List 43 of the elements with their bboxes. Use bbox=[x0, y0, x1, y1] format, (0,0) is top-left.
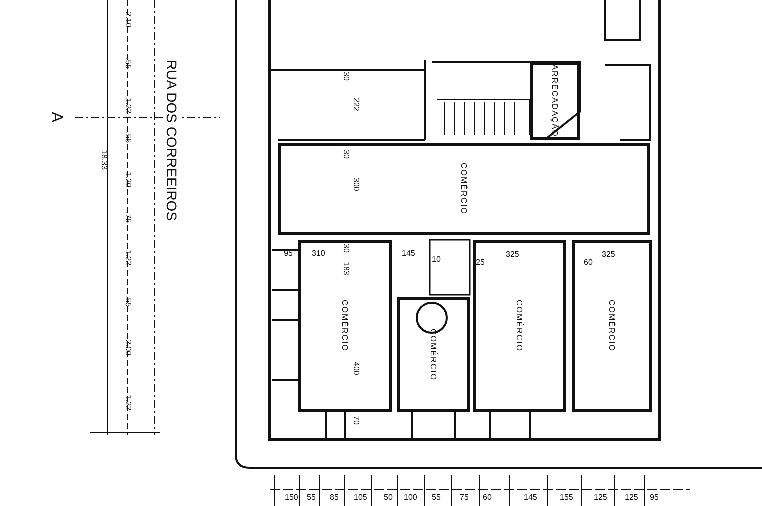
dimension-label: 325 bbox=[506, 251, 520, 259]
dimension-label: 222 bbox=[352, 98, 360, 112]
dimension-label: 60 bbox=[483, 494, 492, 502]
dimension-label: 10 bbox=[432, 256, 441, 264]
dimension-label: 105 bbox=[354, 494, 368, 502]
room-label: COMÉRCIO bbox=[515, 300, 524, 352]
street-name: RUA DOS CORREEIROS bbox=[165, 60, 179, 222]
dimension-label: 145 bbox=[402, 250, 416, 258]
dimension-label: 400 bbox=[352, 362, 360, 376]
dimension-label: 155 bbox=[560, 494, 574, 502]
dimension-label: 310 bbox=[312, 250, 326, 258]
room-outline bbox=[397, 297, 470, 412]
dimension-label: 60 bbox=[584, 259, 593, 267]
dimension-label: 50 bbox=[384, 494, 393, 502]
room-outline bbox=[298, 240, 392, 412]
dimension-label: 75 bbox=[460, 494, 469, 502]
room-outline bbox=[530, 62, 580, 140]
room-label: ARRECADAÇÃO bbox=[550, 64, 560, 138]
dimension-label: 30 bbox=[342, 150, 350, 159]
dimension-label: 55 bbox=[307, 494, 316, 502]
dimension-label: 145 bbox=[524, 494, 538, 502]
dimension-label: 85 bbox=[330, 494, 339, 502]
dimension-label: 30 bbox=[342, 72, 350, 81]
room-label: COMÉRCIO bbox=[460, 163, 468, 215]
room-outline bbox=[572, 240, 652, 412]
dimension-label: 183 bbox=[342, 262, 350, 276]
dimension-label: 100 bbox=[404, 494, 418, 502]
dimension-label: 70 bbox=[352, 416, 360, 425]
dimension-label: 18.33 bbox=[100, 150, 108, 170]
dimension-label: 325 bbox=[602, 251, 616, 259]
dimension-label: 150 bbox=[285, 494, 298, 502]
room-outline bbox=[473, 240, 566, 412]
dimension-label: 25 bbox=[476, 259, 485, 267]
room-label: COMÉRCIO bbox=[340, 300, 350, 352]
room-outline bbox=[278, 143, 650, 235]
dimension-label: 30 bbox=[342, 244, 350, 253]
dimension-label: 300 bbox=[352, 178, 360, 192]
dimension-label: 55 bbox=[432, 494, 441, 502]
dimension-label: 95 bbox=[650, 494, 659, 502]
room-label: COMÉRCIO bbox=[429, 328, 438, 380]
room-label: COMÉRCIO bbox=[608, 300, 616, 352]
dimension-label: 125 bbox=[594, 494, 608, 502]
dimension-label: 125 bbox=[625, 494, 638, 502]
